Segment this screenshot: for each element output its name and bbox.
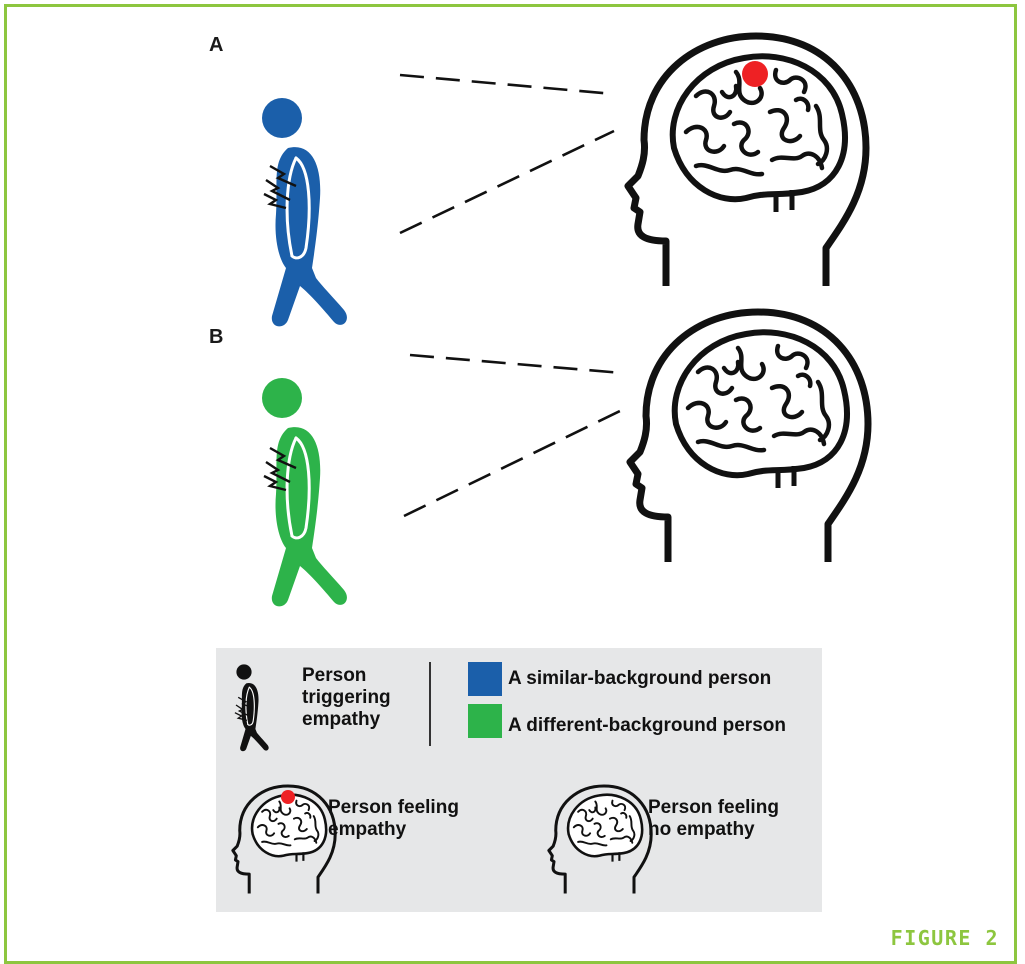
panel-b-label: B	[209, 326, 224, 348]
panel-a	[260, 36, 866, 328]
head-with-brain-icon	[630, 312, 868, 562]
legend-similar-label: A similar-background person	[508, 668, 772, 689]
legend-no-empathy-head-icon	[547, 784, 653, 896]
different-swatch	[468, 704, 502, 738]
legend-feeling-label: Person feeling empathy	[328, 797, 459, 840]
similar-person-icon	[260, 96, 349, 328]
legend-trigger-label: Person triggering empathy	[302, 665, 391, 730]
connector-lines-b	[403, 353, 623, 518]
empathy-spot-icon	[281, 790, 295, 804]
panel-a-label: A	[209, 34, 224, 56]
different-person-icon	[260, 376, 349, 608]
legend-box	[216, 648, 822, 912]
similar-swatch	[468, 662, 502, 696]
empathy-spot-icon	[742, 61, 768, 87]
figure-label: FIGURE 2	[890, 926, 999, 950]
legend-no-feeling-label: Person feeling no empathy	[648, 797, 779, 840]
panel-b	[260, 312, 868, 608]
legend-divider	[429, 662, 431, 746]
connector-lines-a	[399, 73, 615, 235]
legend-different-label: A different-background person	[508, 715, 786, 736]
